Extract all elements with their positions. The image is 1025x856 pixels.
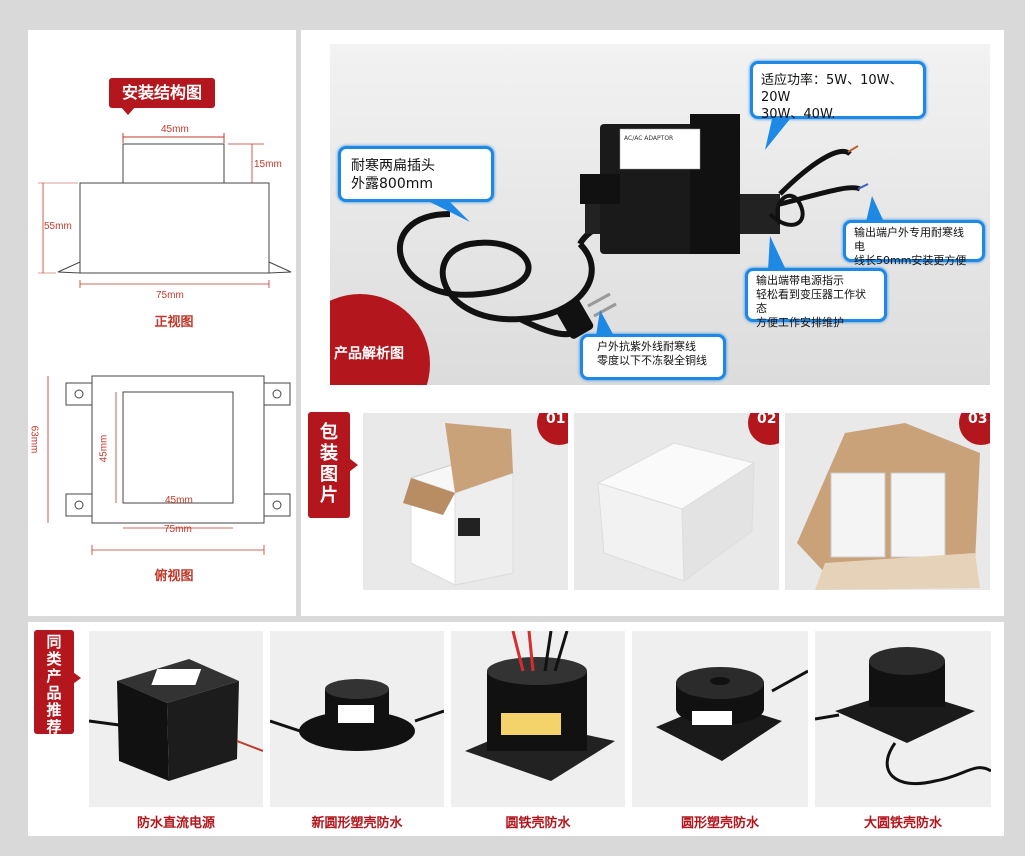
transformer-label: AC/AC ADAPTOR [624, 135, 673, 142]
package-photo-1: 01 [363, 413, 568, 590]
front-top-height: 15mm [254, 159, 282, 170]
callout-cable: 户外抗紫外线耐寒线 零度以下不冻裂全铜线 [580, 334, 726, 380]
recommend-photo-2[interactable] [270, 631, 444, 807]
recommend-photo-1[interactable] [89, 631, 263, 807]
top-view-drawing [47, 375, 291, 555]
top-inner-depth: 45mm [98, 434, 110, 463]
top-view-caption: 俯视图 [154, 569, 194, 584]
recommend-caption-1[interactable]: 防水直流电源 [136, 816, 215, 831]
recommend-label: 同类产品推荐 [34, 630, 74, 736]
structure-title: 安装结构图 [109, 78, 215, 108]
recommend-caption-4[interactable]: 圆形塑壳防水 [680, 816, 759, 831]
recommend-photo-3[interactable] [451, 631, 625, 807]
front-base-width: 75mm [156, 290, 184, 301]
top-base-width: 75mm [164, 524, 192, 535]
packaging-label: 包装图片 [308, 412, 350, 518]
package-photo-2: 02 [574, 413, 779, 590]
callout-plug: 耐寒两扁插头 外露800mm [338, 146, 494, 202]
recommend-caption-5[interactable]: 大圆铁壳防水 [863, 816, 942, 831]
top-inner-width: 45mm [165, 495, 193, 506]
callout-indicator: 输出端带电源指示 轻松看到变压器工作状态 方便工作安排维护 [745, 268, 887, 329]
structure-panel: 安装结构图 45mm 15mm 55mm 75mm 正视图 [28, 30, 296, 616]
front-top-width: 45mm [161, 124, 189, 135]
recommend-caption-3[interactable]: 圆铁壳防水 [505, 816, 571, 831]
recommend-photo-4[interactable] [632, 631, 808, 807]
recommend-label-text: 同类产品推荐 [46, 633, 62, 736]
front-view-drawing [38, 133, 292, 288]
front-total-height: 55mm [44, 221, 72, 232]
package-photo-3: 03 [785, 413, 990, 590]
callout-pointers [430, 119, 884, 336]
structure-title-pointer [120, 106, 136, 115]
front-view-caption: 正视图 [154, 315, 194, 330]
recommend-photo-5[interactable] [815, 631, 991, 807]
packaging-label-pointer [349, 458, 358, 472]
top-total-depth: 63mm [28, 425, 40, 454]
callout-output-line: 输出端户外专用耐寒线电 线长50mm安装更方便 [843, 220, 985, 267]
recommend-caption-2[interactable]: 新圆形塑壳防水 [311, 816, 403, 831]
callout-power: 适应功率：5W、10W、20W 30W、40W. [750, 61, 926, 122]
analysis-label: 产品解析图 [334, 346, 404, 362]
packaging-label-text: 包装图片 [320, 422, 338, 506]
transformer-illustration: AC/AC ADAPTOR [396, 114, 869, 339]
recommend-label-pointer [73, 672, 81, 684]
